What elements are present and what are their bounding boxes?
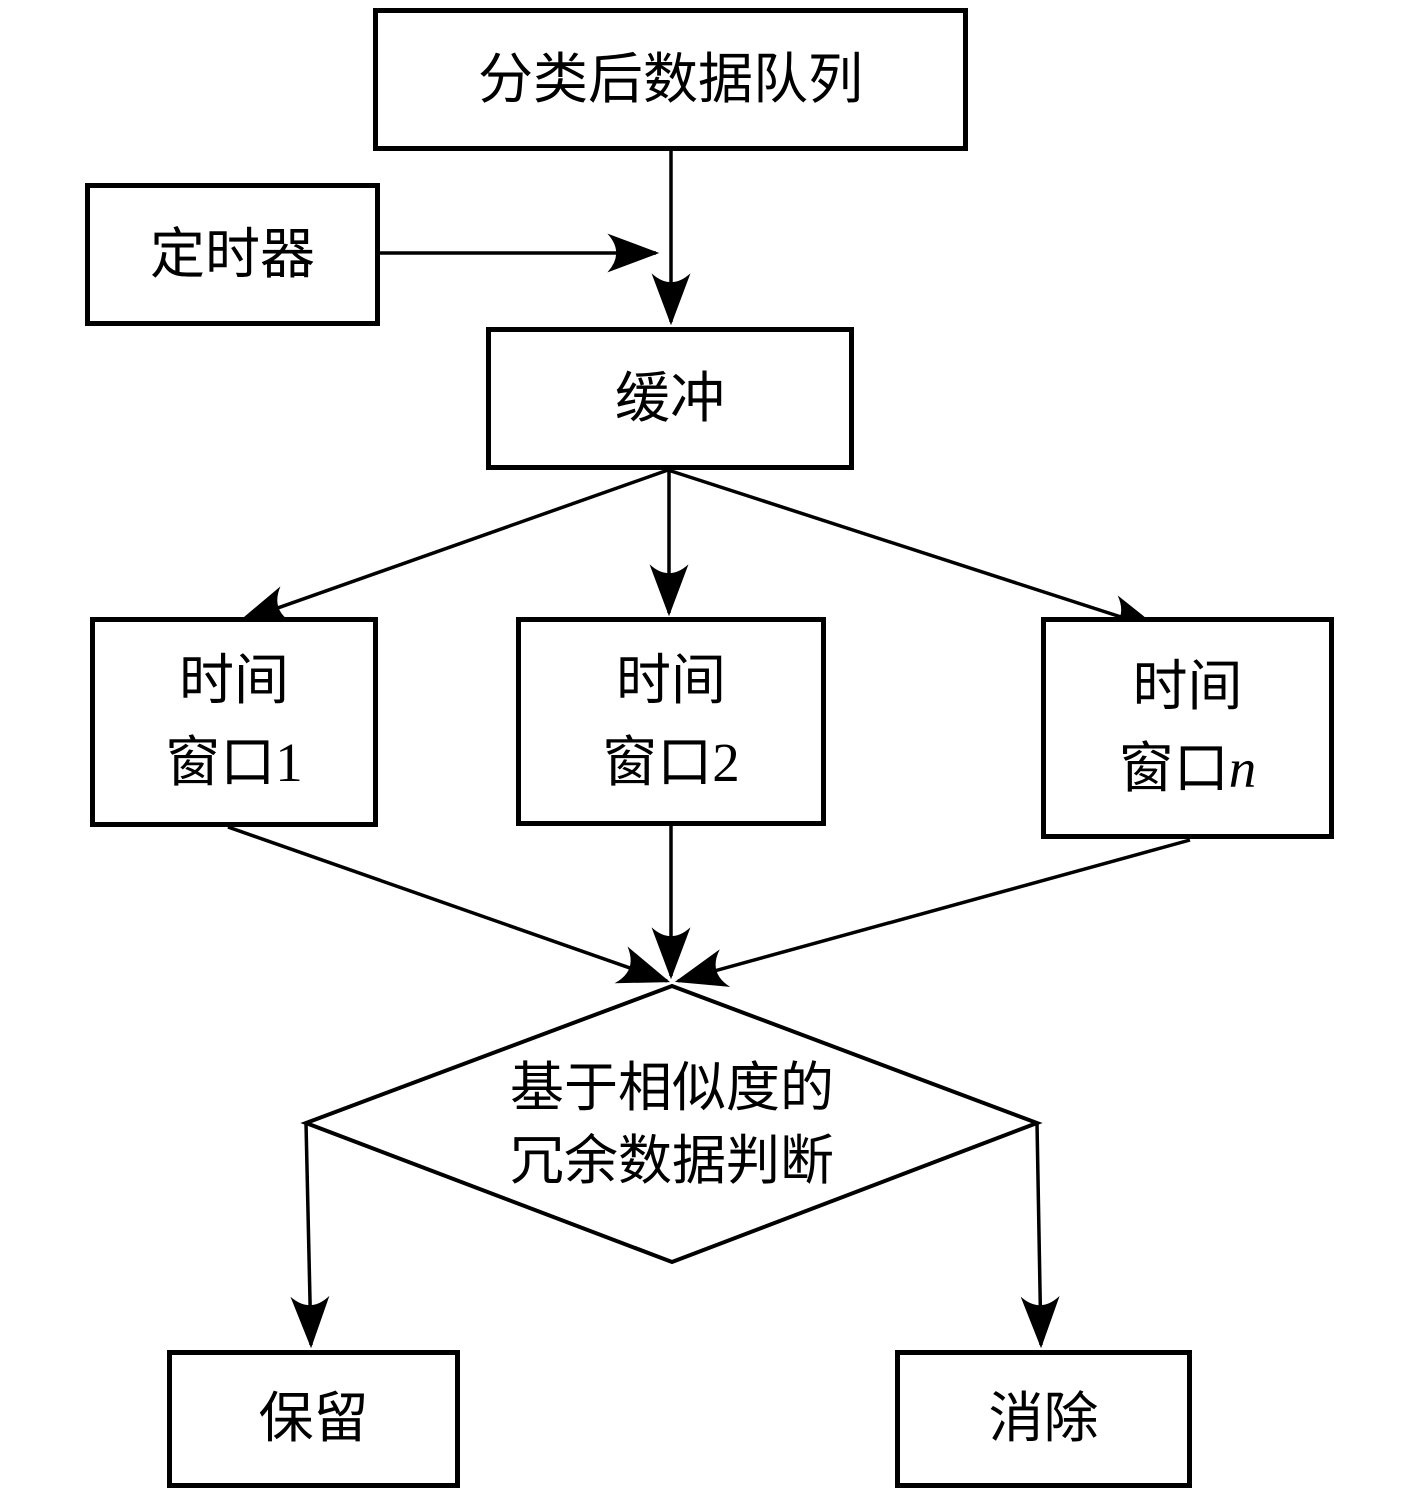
edge-window1-decision	[227, 825, 671, 984]
time-window-n-label: 时间 窗口n	[1119, 646, 1257, 810]
time-window-n-line1: 时间	[1132, 656, 1243, 717]
edge-buffer-window1	[237, 468, 669, 624]
time-window-1-line1: 时间	[178, 650, 289, 711]
node-time-window-n: 时间 窗口n	[1041, 617, 1334, 839]
node-keep: 保留	[167, 1350, 460, 1488]
time-window-1-line2: 窗口1	[165, 732, 303, 793]
edge-decision-keep	[290, 1122, 330, 1349]
decision-line1: 基于相似度的	[510, 1058, 834, 1118]
node-buffer: 缓冲	[486, 327, 854, 470]
node-decision-shape	[300, 983, 1043, 1265]
node-time-window-2: 时间 窗口2	[516, 617, 826, 826]
keep-label: 保留	[258, 1388, 369, 1449]
node-eliminate: 消除	[895, 1350, 1192, 1488]
time-window-2-line2: 窗口2	[602, 731, 740, 793]
edge-window-n-decision	[674, 838, 1191, 987]
time-window-n-line2: 窗口n	[1118, 738, 1257, 799]
eliminate-label: 消除	[988, 1388, 1099, 1449]
edge-buffer-window-n	[667, 468, 1162, 633]
time-window-2-line1: 时间	[615, 649, 726, 711]
time-window-1-label: 时间 窗口1	[165, 640, 303, 804]
node-classified-data-queue: 分类后数据队列	[373, 8, 968, 151]
classified-data-queue-label: 分类后数据队列	[477, 48, 863, 110]
buffer-label: 缓冲	[614, 367, 725, 429]
node-time-window-1: 时间 窗口1	[90, 617, 378, 827]
time-window-2-label: 时间 窗口2	[602, 640, 740, 804]
decision-line2: 冗余数据判断	[510, 1131, 834, 1191]
node-decision: 基于相似度的 冗余数据判断	[412, 1052, 932, 1198]
node-timer: 定时器	[85, 183, 380, 326]
edge-decision-eliminate	[1020, 1122, 1060, 1349]
timer-label: 定时器	[149, 223, 315, 285]
